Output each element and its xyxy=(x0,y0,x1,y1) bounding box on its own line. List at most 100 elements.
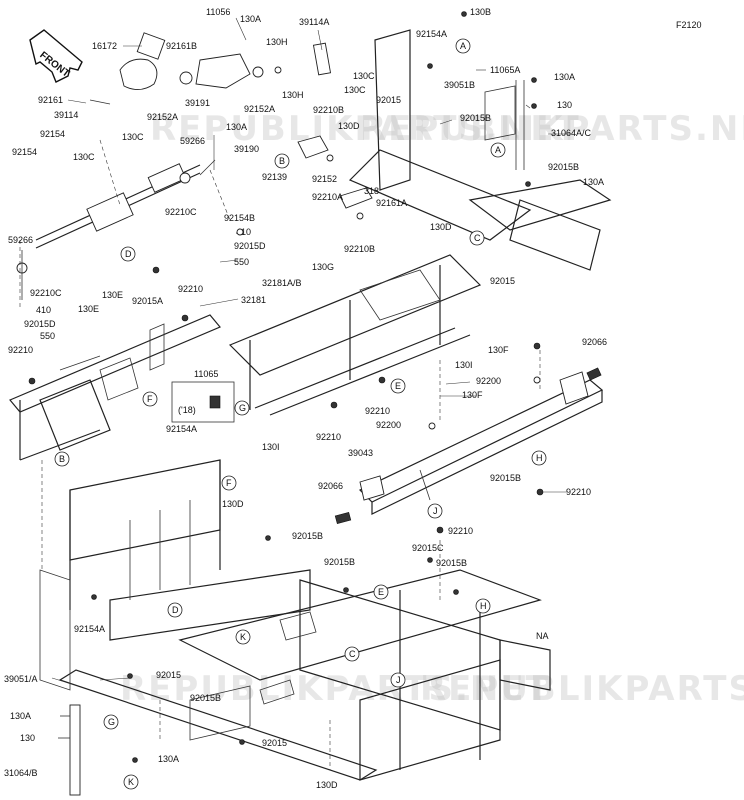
label-11065A: 11065A xyxy=(490,65,520,75)
label-59266: 59266 xyxy=(8,235,33,245)
watermark-bottom-right: REPUBLIKPARTS.NET xyxy=(420,669,744,709)
label-59266: 59266 xyxy=(180,136,205,146)
svg-text:A: A xyxy=(460,41,466,51)
label-130F: 130F xyxy=(488,345,509,355)
front-arrow-icon: FRONT xyxy=(29,29,83,83)
label-550: 550 xyxy=(234,257,249,267)
label-410: 410 xyxy=(36,305,51,315)
part-11065-block xyxy=(209,395,221,409)
callout-K-1: K xyxy=(235,629,251,645)
callout-G-1: G xyxy=(234,400,250,416)
label-92015D: 92015D xyxy=(24,319,56,329)
label-92210B: 92210B xyxy=(313,105,344,115)
callout-B-1: B xyxy=(274,153,290,169)
part-labels: 11056 130A 39114A 92154A 130B 16172 9216… xyxy=(4,7,607,790)
label-92210B: 92210B xyxy=(344,244,375,254)
label-92210: 92210 xyxy=(566,487,591,497)
svg-text:E: E xyxy=(378,587,384,597)
label-39051B: 39051B xyxy=(444,80,475,90)
label-130A: 130A xyxy=(158,754,179,764)
svg-text:E: E xyxy=(395,381,401,391)
front-sub-frame xyxy=(9,314,221,461)
label-92210: 92210 xyxy=(178,284,203,294)
label-11065: 11065 xyxy=(194,369,218,379)
svg-text:J: J xyxy=(396,675,401,685)
label-92015C: 92015C xyxy=(412,543,444,553)
label-130C: 130C xyxy=(73,152,95,162)
label-318: 318 xyxy=(364,186,379,196)
callout-F-1: F xyxy=(142,391,158,407)
svg-text:C: C xyxy=(349,649,356,659)
label-130D: 130D xyxy=(430,222,452,232)
label-130H: 130H xyxy=(266,37,288,47)
label-92210A: 92210A xyxy=(312,192,343,202)
label-92015B: 92015B xyxy=(324,557,355,567)
callout-A-2: A xyxy=(490,142,506,158)
label-130C: 130C xyxy=(353,71,375,81)
label-92154A: 92154A xyxy=(74,624,105,634)
label-92210: 92210 xyxy=(448,526,473,536)
label-92154: 92154 xyxy=(12,147,37,157)
label-130A: 130A xyxy=(554,72,575,82)
svg-text:D: D xyxy=(172,605,179,615)
label-31064A-C: 31064A/C xyxy=(551,128,592,138)
fastener-markers xyxy=(28,11,544,763)
watermark-top-right: REPUBLIKPARTS.NET xyxy=(360,109,744,149)
callout-B-2: B xyxy=(54,451,70,467)
callout-C-2: C xyxy=(344,646,360,662)
label-130I: 130I xyxy=(262,442,280,452)
label-92161B: 92161B xyxy=(166,41,197,51)
label-92210C: 92210C xyxy=(30,288,62,298)
label-39043: 39043 xyxy=(348,448,373,458)
rear-cross-member xyxy=(334,367,604,525)
label-32181: 32181 xyxy=(241,295,266,305)
callout-H-1: H xyxy=(531,450,547,466)
label-92015: 92015 xyxy=(262,738,287,748)
callout-J-1: J xyxy=(427,503,443,519)
label-16172: 16172 xyxy=(92,41,117,51)
callout-K-2: K xyxy=(123,774,139,790)
callout-G-2: G xyxy=(103,714,119,730)
svg-text:H: H xyxy=(536,453,543,463)
label-130D: 130D xyxy=(316,780,338,790)
svg-text:J: J xyxy=(433,506,438,516)
label-92154A: 92154A xyxy=(416,29,447,39)
svg-text:H: H xyxy=(480,601,487,611)
label-130C: 130C xyxy=(122,132,144,142)
label-92015B: 92015B xyxy=(190,693,221,703)
label-92154: 92154 xyxy=(40,129,65,139)
label-92015B: 92015B xyxy=(490,473,521,483)
label-92015: 92015 xyxy=(156,670,181,680)
label-130A: 130A xyxy=(240,14,261,24)
label-92015: 92015 xyxy=(490,276,515,286)
label-92210: 92210 xyxy=(316,432,341,442)
callout-F-2: F xyxy=(221,475,237,491)
leader-lines xyxy=(51,17,570,682)
label-92152: 92152 xyxy=(312,174,337,184)
label-92015D: 92015D xyxy=(234,241,266,251)
label-130B: 130B xyxy=(470,7,491,17)
label-92066: 92066 xyxy=(582,337,607,347)
label-130A: 130A xyxy=(226,122,247,132)
label-92200: 92200 xyxy=(376,420,401,430)
label-92015B: 92015B xyxy=(436,558,467,568)
label-92161: 92161 xyxy=(38,95,63,105)
label-NA: NA xyxy=(536,631,549,641)
svg-text:F: F xyxy=(226,478,232,488)
center-bracket-parts xyxy=(297,135,373,220)
callout-J-2: J xyxy=(390,672,406,688)
label-130: 130 xyxy=(557,100,572,110)
dash-line xyxy=(209,169,231,221)
svg-text:F: F xyxy=(147,394,153,404)
label-92066: 92066 xyxy=(318,481,343,491)
svg-text:D: D xyxy=(125,249,132,259)
label-92154B: 92154B xyxy=(224,213,255,223)
label-31064-B: 31064/B xyxy=(4,768,38,778)
watermark-bottom-left: REPUBLIKPARTS.NET xyxy=(120,669,551,709)
watermark-top: REPUBLIKPARTS.NET xyxy=(150,109,581,149)
callout-D-1: D xyxy=(120,246,136,262)
label-32181A-B: 32181A/B xyxy=(262,278,302,288)
svg-text:K: K xyxy=(128,777,134,787)
svg-text:A: A xyxy=(495,145,501,155)
